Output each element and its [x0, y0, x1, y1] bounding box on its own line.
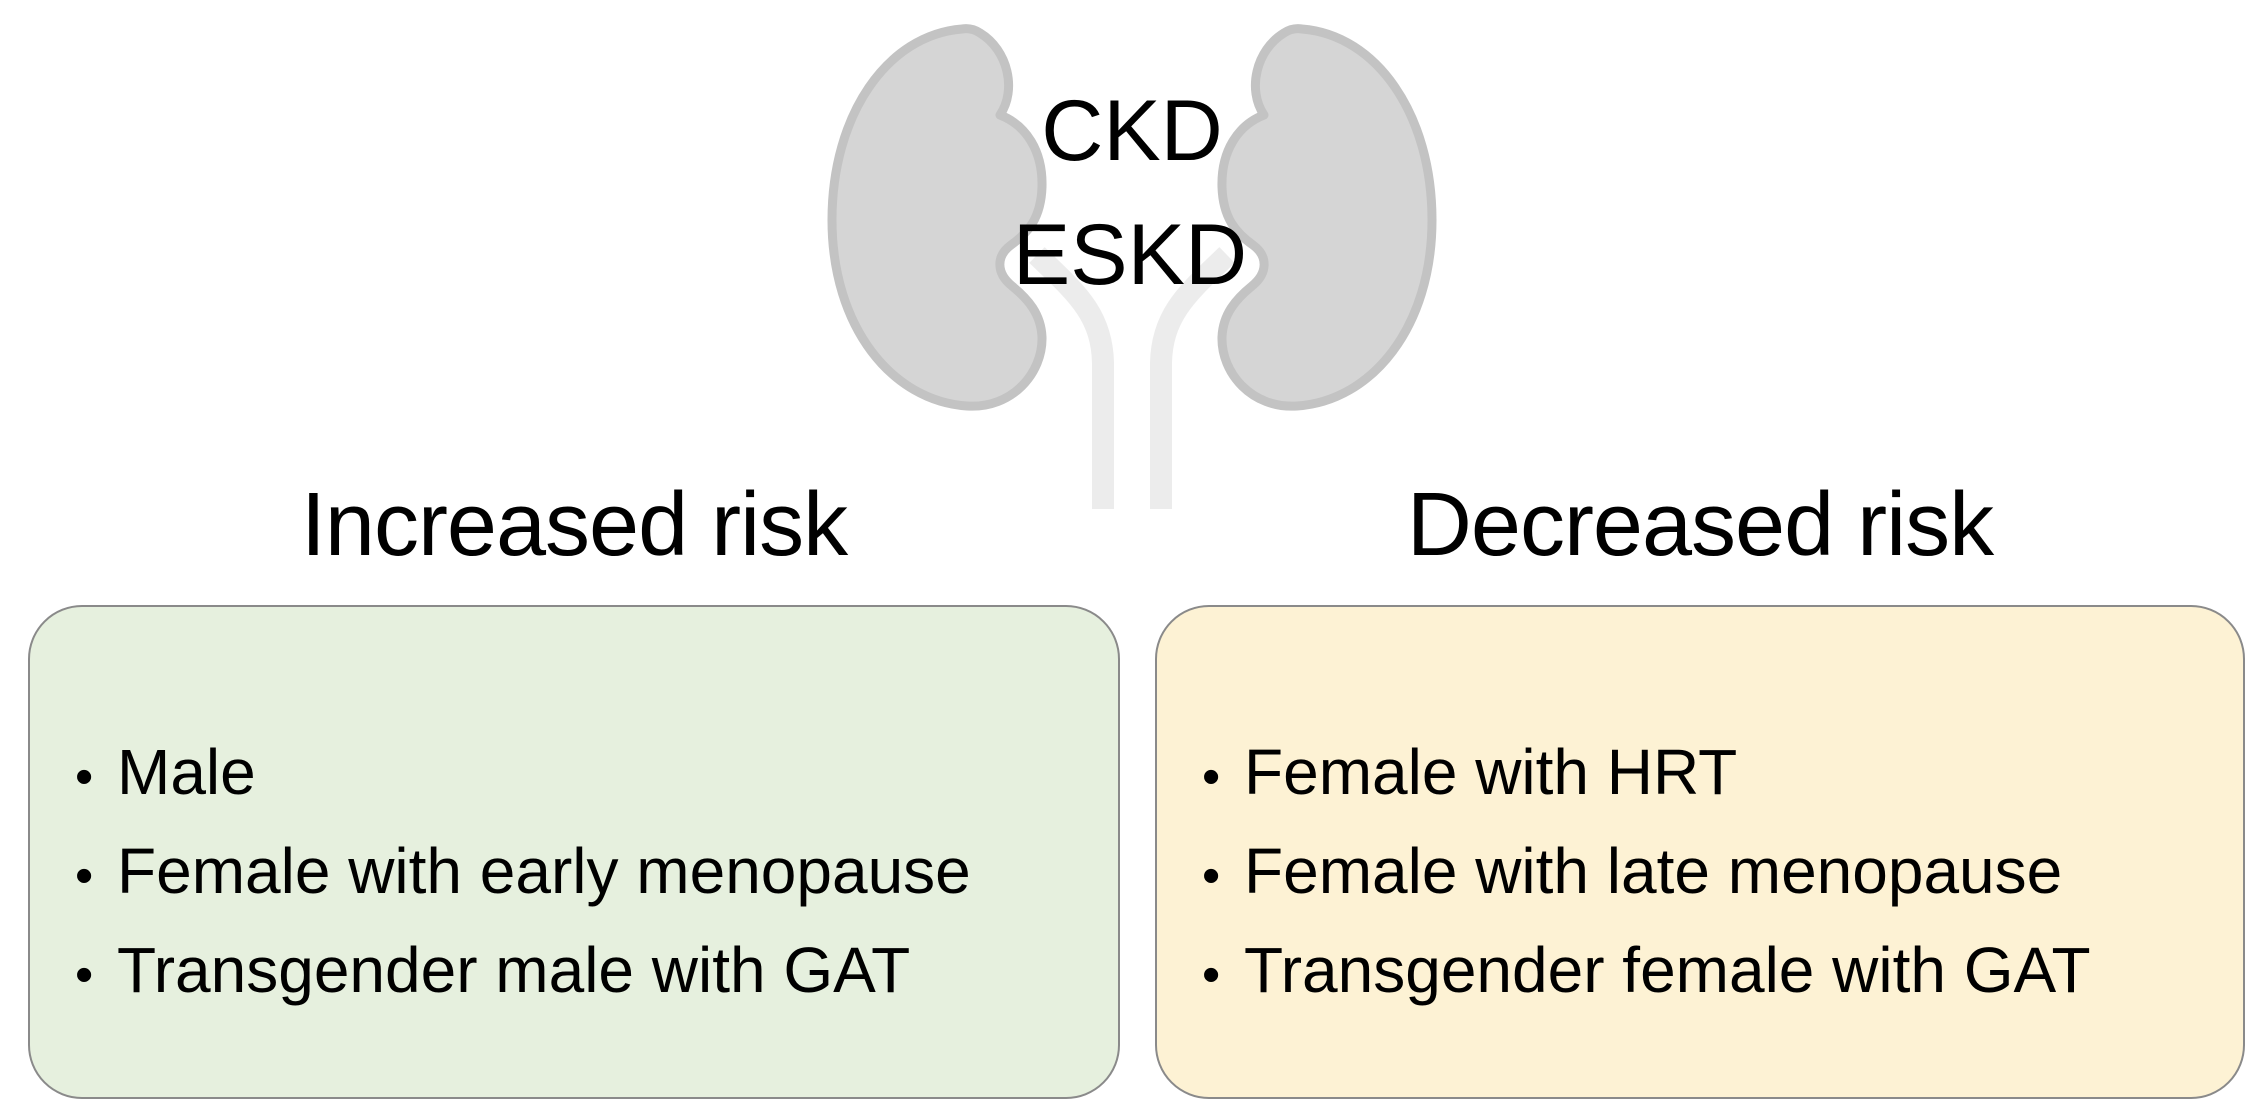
increased-risk-list: • Male • Female with early menopause • T…: [75, 723, 1098, 1020]
list-item-label: Transgender male with GAT: [117, 934, 911, 1006]
decreased-risk-box: • Female with HRT • Female with late men…: [1155, 605, 2245, 1099]
list-item-label: Female with late menopause: [1244, 835, 2063, 907]
list-item: • Transgender male with GAT: [75, 921, 1098, 1020]
bullet-icon: •: [1202, 946, 1221, 1004]
increased-risk-box: • Male • Female with early menopause • T…: [28, 605, 1120, 1099]
decreased-risk-list: • Female with HRT • Female with late men…: [1202, 723, 2223, 1020]
list-item: • Transgender female with GAT: [1202, 921, 2223, 1020]
ckd-label: CKD: [1041, 83, 1223, 179]
list-item-label: Male: [117, 736, 256, 808]
right-ureter-icon: [1150, 247, 1235, 509]
kidneys-illustration: [827, 24, 1437, 509]
bullet-icon: •: [75, 748, 94, 806]
list-item: • Female with early menopause: [75, 822, 1098, 921]
bullet-icon: •: [75, 946, 94, 1004]
right-kidney-shape: [1217, 24, 1437, 411]
list-item-label: Female with HRT: [1244, 736, 1738, 808]
left-kidney-shape: [827, 24, 1047, 411]
left-ureter-icon: [1029, 247, 1114, 509]
list-item-label: Female with early menopause: [117, 835, 971, 907]
eskd-label: ESKD: [1012, 207, 1248, 303]
decreased-risk-heading: Decreased risk: [1406, 475, 1994, 575]
list-item: • Female with HRT: [1202, 723, 2223, 822]
bullet-icon: •: [75, 847, 94, 905]
bullet-icon: •: [1202, 748, 1221, 806]
list-item: • Male: [75, 723, 1098, 822]
increased-risk-heading: Increased risk: [300, 475, 848, 575]
list-item-label: Transgender female with GAT: [1244, 934, 2091, 1006]
bullet-icon: •: [1202, 847, 1221, 905]
list-item: • Female with late menopause: [1202, 822, 2223, 921]
